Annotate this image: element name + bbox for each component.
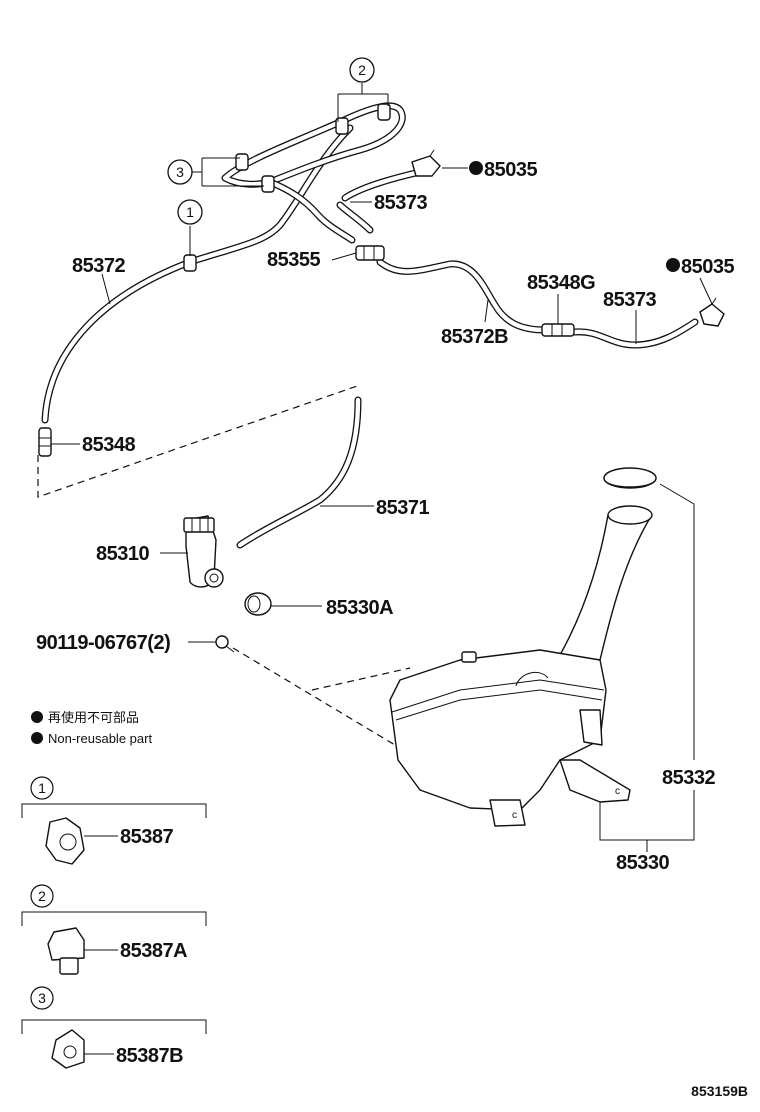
bolt-90119: [215, 635, 235, 653]
legend: 再使用不可部品 Non-reusable part: [31, 710, 152, 746]
label-85332: 85332: [662, 767, 715, 789]
svg-text:1: 1: [186, 204, 194, 220]
joint-85348G: [541, 323, 575, 337]
clamp-detail-3: 3 85387B: [21, 986, 207, 1069]
nozzle-85035-right: [699, 297, 725, 327]
label-85310: 85310: [96, 543, 149, 565]
pump-85310: [183, 515, 224, 588]
label-85330: 85330: [616, 852, 669, 874]
legend-jp: 再使用不可部品: [48, 710, 139, 725]
label-85387: 85387: [120, 826, 173, 848]
hose-85372B: [376, 258, 549, 334]
label-85348G: 85348G: [527, 272, 595, 294]
hose-85371: [236, 396, 362, 549]
callout-2-main: 2: [349, 57, 375, 83]
part-labels: 85372 85355 85035 85373 85035 85348G 853…: [36, 159, 735, 874]
hose-upper-loop: [221, 102, 406, 244]
label-85372: 85372: [72, 255, 125, 277]
clamp-detail-1: 1 85387: [21, 776, 207, 865]
svg-text:2: 2: [358, 62, 366, 78]
svg-text:1: 1: [38, 780, 46, 796]
label-85373-upper: 85373: [374, 192, 427, 214]
joint-85355: [355, 245, 385, 261]
non-reusable-dot-upper: [469, 161, 483, 175]
label-85330A: 85330A: [326, 597, 393, 619]
svg-text:3: 3: [176, 164, 184, 180]
label-85372B: 85372B: [441, 326, 508, 348]
svg-text:c: c: [615, 786, 620, 797]
svg-text:3: 3: [38, 990, 46, 1006]
joint-85348: [38, 427, 52, 457]
label-85355: 85355: [267, 249, 320, 271]
legend-en: Non-reusable part: [48, 731, 152, 746]
washer-tank: c c: [389, 467, 657, 827]
figure-id: 853159B: [691, 1083, 748, 1099]
label-85371: 85371: [376, 497, 429, 519]
hose-85373-upper: [336, 168, 424, 234]
hose-85372: [41, 124, 354, 424]
svg-text:c: c: [512, 810, 517, 821]
callout-1-main: 1: [177, 199, 203, 225]
hose-85373-right: [571, 318, 699, 349]
label-85348: 85348: [82, 434, 135, 456]
label-85387A: 85387A: [120, 940, 187, 962]
svg-text:2: 2: [38, 888, 46, 904]
label-90119: 90119-06767(2): [36, 632, 170, 654]
label-85373-right: 85373: [603, 289, 656, 311]
nozzle-85035-upper: [411, 149, 441, 177]
label-85387B: 85387B: [116, 1045, 183, 1067]
non-reusable-dot-right: [666, 258, 680, 272]
hose-clamps: [183, 103, 391, 272]
dashed-reference-lines: [37, 384, 411, 746]
label-85035-upper: 85035: [484, 159, 537, 181]
clamp-detail-2: 2 85387A: [21, 884, 207, 975]
grommet-85330A: [244, 592, 272, 616]
leader-lines: [51, 83, 713, 1055]
label-85035-right: 85035: [681, 256, 734, 278]
callout-3-main: 3: [167, 159, 193, 185]
